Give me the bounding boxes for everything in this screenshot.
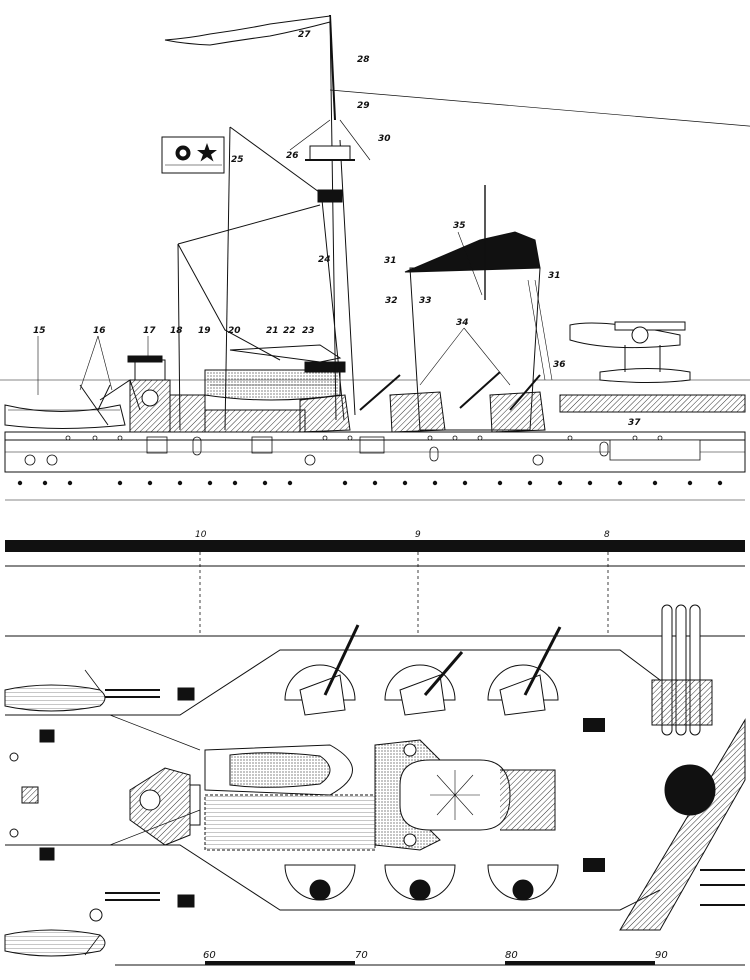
mast-platform — [309, 145, 351, 161]
callout-28: 28 — [357, 55, 370, 65]
callout-26: 26 — [286, 151, 299, 161]
hull-portholes — [17, 480, 723, 486]
gun-turret-2 — [389, 391, 446, 433]
callout-27: 27 — [298, 30, 311, 40]
frame-number-8: 8 — [604, 530, 610, 540]
superstructure-windows — [24, 436, 609, 466]
callout-25: 25 — [231, 155, 244, 165]
callout-32: 32 — [385, 296, 398, 306]
hammer-sickle-icon — [175, 145, 191, 161]
callout-20: 20 — [228, 326, 241, 336]
callout-36: 36 — [553, 360, 566, 370]
callout-34: 34 — [456, 318, 469, 328]
callout-21: 21 — [266, 326, 279, 336]
frame-number-9: 9 — [415, 530, 421, 540]
frame-strip: 10 9 8 — [5, 530, 745, 637]
callout-31b: 31 — [548, 271, 561, 281]
gun-turret-3 — [489, 391, 546, 433]
scale-mark-70: 70 — [355, 950, 368, 961]
torpedo-tubes-plan — [651, 604, 713, 736]
callout-16: 16 — [93, 326, 106, 336]
pennant — [164, 15, 331, 46]
callout-35: 35 — [453, 221, 466, 231]
side-elevation — [0, 14, 750, 501]
callout-37: 37 — [628, 418, 641, 428]
callout-30: 30 — [378, 134, 391, 144]
scale-mark-80: 80 — [505, 950, 518, 961]
frame-number-10: 10 — [195, 530, 207, 540]
main-mast — [321, 14, 356, 421]
catapult — [559, 394, 746, 413]
callout-19: 19 — [198, 326, 211, 336]
funnel-ladder — [527, 279, 553, 381]
callout-29: 29 — [357, 101, 370, 111]
scale-mark-90: 90 — [655, 950, 668, 961]
bow-lifeboat — [4, 404, 126, 429]
plan-lifeboat-2 — [4, 929, 106, 957]
callout-labels: 15 16 17 18 19 20 21 22 23 24 25 26 27 2… — [33, 30, 641, 428]
star-icon — [197, 143, 217, 162]
bridge-plan — [129, 767, 191, 846]
gun-turrets-plan — [284, 624, 562, 901]
callout-18: 18 — [170, 326, 183, 336]
plan-view — [4, 604, 746, 957]
callout-33: 33 — [419, 296, 432, 306]
gun-turret-1 — [299, 394, 351, 433]
naval-flag — [161, 136, 225, 174]
callout-22: 22 — [283, 326, 296, 336]
scale-bar: 60 70 80 90 — [115, 950, 745, 966]
callout-23: 23 — [302, 326, 315, 336]
callout-31a: 31 — [384, 256, 397, 266]
foremast — [224, 126, 231, 431]
seaplane — [569, 321, 691, 383]
callout-24: 24 — [318, 255, 331, 265]
callout-17: 17 — [143, 326, 156, 336]
scale-mark-60: 60 — [203, 950, 216, 961]
callout-leaders — [37, 231, 511, 395]
funnel-cap — [404, 231, 541, 273]
catapult-plan — [619, 718, 746, 931]
boat-crane — [177, 204, 321, 431]
deck-edge — [5, 649, 661, 911]
deck-grating — [204, 794, 376, 851]
callout-15: 15 — [33, 326, 46, 336]
mast-stays — [289, 89, 750, 161]
upper-portholes — [65, 435, 663, 441]
plan-lifeboat-1 — [4, 684, 106, 712]
